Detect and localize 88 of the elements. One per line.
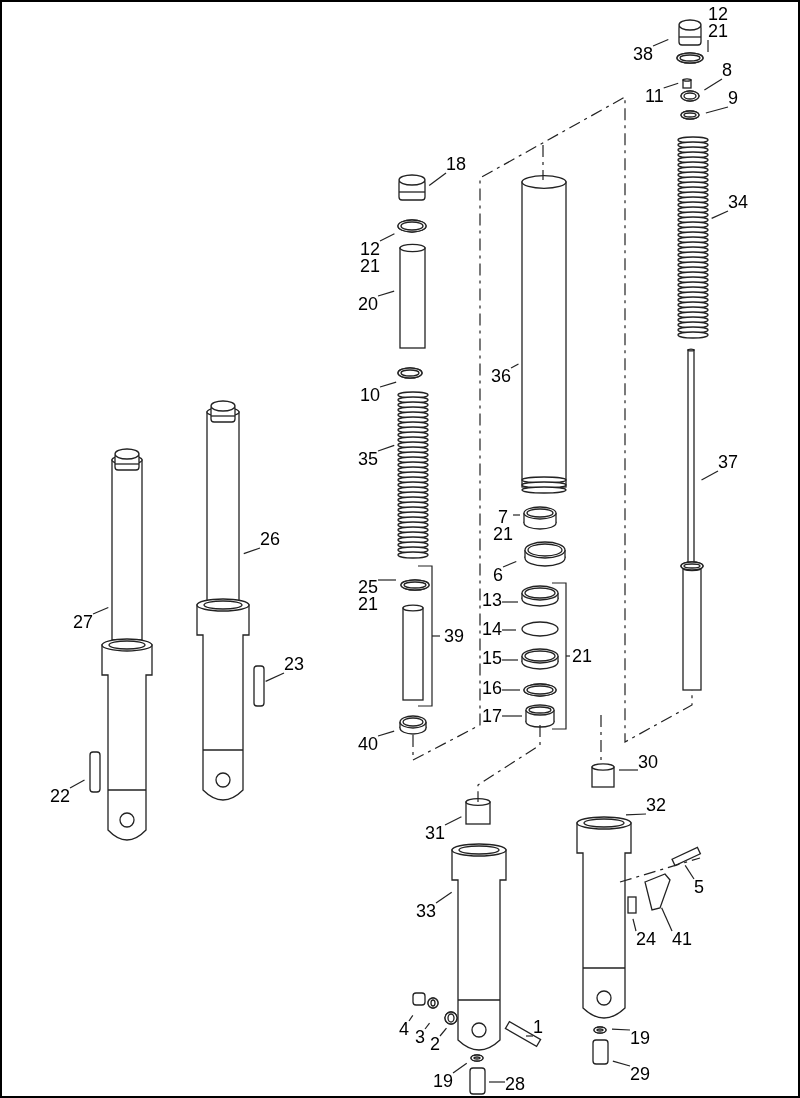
leader-line xyxy=(501,689,521,691)
callout-number: 33 xyxy=(416,903,437,920)
callout-number: 2 xyxy=(430,1036,440,1053)
callout-number: 3 xyxy=(415,1029,425,1046)
leader-line xyxy=(612,1060,631,1067)
callout-number: 18 xyxy=(446,156,467,173)
leader-line xyxy=(700,470,719,481)
callout-number: 27 xyxy=(73,614,94,631)
callout-number: 19 xyxy=(630,1030,651,1047)
callout-number: 32 xyxy=(646,797,667,814)
leader-line xyxy=(488,1081,506,1083)
callout-number: 14 xyxy=(482,621,503,638)
leader-line xyxy=(501,629,517,631)
callout-number: 22 xyxy=(50,788,71,805)
leader-line xyxy=(501,659,519,661)
leader-line xyxy=(618,769,639,771)
leader-line xyxy=(703,78,723,91)
leader-line xyxy=(652,38,669,47)
leader-line xyxy=(408,1014,414,1022)
callout-number: 16 xyxy=(482,680,503,697)
callout-number: 13 xyxy=(482,592,503,609)
callout-number: 34 xyxy=(728,194,749,211)
callout-number: 36 xyxy=(491,368,512,385)
leader-line xyxy=(625,813,647,816)
leader-line xyxy=(444,816,463,826)
callout-number: 9 xyxy=(728,90,738,107)
leader-line xyxy=(512,514,521,516)
callout-number: 29 xyxy=(630,1066,651,1083)
callout-number: 17 xyxy=(482,708,503,725)
callout-number: 6 xyxy=(493,567,503,584)
callout-number: 28 xyxy=(505,1076,526,1093)
callout-number: 35 xyxy=(358,451,379,468)
leader-line xyxy=(510,363,520,369)
callout-number: 15 xyxy=(482,650,503,667)
callout-number: 10 xyxy=(360,387,381,404)
callout-number: 11 xyxy=(645,88,664,105)
callout-number: 40 xyxy=(358,736,379,753)
callout-number: 31 xyxy=(425,825,446,842)
callout-number: 21 xyxy=(360,258,381,275)
leader-line xyxy=(452,1062,468,1074)
callout-number: 21 xyxy=(708,23,729,40)
leader-line xyxy=(705,106,729,114)
leader-line xyxy=(661,907,673,932)
callout-number: 25 xyxy=(358,579,379,596)
leader-line xyxy=(525,1035,534,1037)
callout-number: 20 xyxy=(358,296,379,313)
leader-line xyxy=(379,381,397,388)
leader-line xyxy=(435,891,453,904)
callout-number: 7 xyxy=(498,509,508,526)
callout-number: 1 xyxy=(533,1019,543,1036)
leader-line xyxy=(243,547,261,555)
leader-line xyxy=(377,290,395,297)
leader-line xyxy=(428,172,447,187)
leader-line xyxy=(663,82,679,89)
leader-line xyxy=(92,606,109,615)
callout-number: 12 xyxy=(360,241,381,258)
callout-number: 30 xyxy=(638,754,659,771)
callout-number: 41 xyxy=(672,931,693,948)
leader-line xyxy=(632,918,637,932)
callout-number: 12 xyxy=(708,6,729,23)
leader-line xyxy=(501,715,523,717)
leader-line xyxy=(424,1022,431,1030)
leader-line xyxy=(69,779,86,789)
leader-line xyxy=(611,1028,631,1031)
callout-number: 23 xyxy=(284,656,305,673)
leader-line xyxy=(439,1027,448,1037)
callout-number: 21 xyxy=(572,646,593,667)
callout-number: 24 xyxy=(636,931,657,948)
callout-number: 37 xyxy=(718,454,739,471)
callout-number: 4 xyxy=(399,1021,409,1038)
leader-line xyxy=(377,444,395,452)
leader-line xyxy=(379,233,396,242)
leader-line xyxy=(377,730,395,737)
callout-number: 5 xyxy=(694,879,704,896)
callout-number: 19 xyxy=(433,1073,454,1090)
leader-line xyxy=(501,601,519,603)
leader-line xyxy=(684,864,695,880)
callout-number: 21 xyxy=(493,526,514,543)
leader-line xyxy=(707,39,709,53)
leader-line xyxy=(711,210,729,219)
callout-number: 21 xyxy=(358,596,379,613)
callout-number: 39 xyxy=(444,626,465,647)
callout-number: 26 xyxy=(260,531,281,548)
callout-number: 8 xyxy=(722,62,732,79)
leader-line xyxy=(377,579,397,581)
callout-number: 38 xyxy=(633,46,654,63)
leader-line xyxy=(502,560,517,568)
leader-line xyxy=(265,672,285,682)
